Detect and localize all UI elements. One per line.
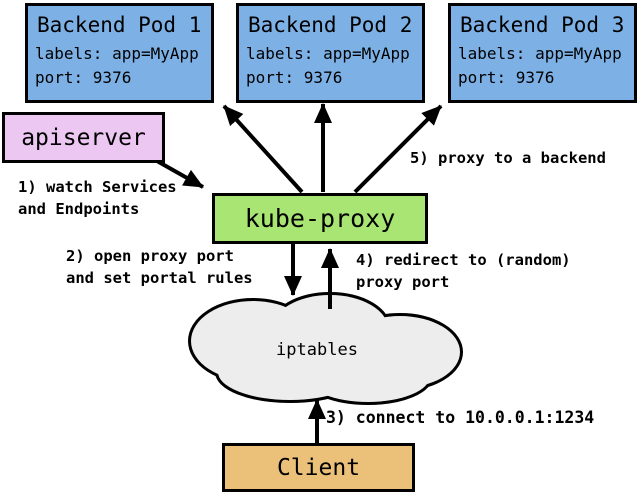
annotation-step5-proxy-backend: 5) proxy to a backend bbox=[410, 149, 606, 167]
annotation-step1-watch-services: 1) watch Services and Endpoints bbox=[18, 178, 177, 218]
arrow-apiserver-to-kubeproxy bbox=[156, 159, 204, 189]
backend-pod-3-labels: labels: app=MyApp bbox=[458, 44, 622, 63]
backend-pod-3-node: Backend Pod 3 labels: app=MyApp port: 93… bbox=[448, 3, 637, 103]
backend-pod-1-labels: labels: app=MyApp bbox=[35, 44, 199, 63]
backend-pod-3-title: Backend Pod 3 bbox=[460, 13, 625, 37]
backend-pod-1-title: Backend Pod 1 bbox=[37, 13, 202, 37]
client-node: Client bbox=[222, 443, 415, 492]
arrow-kubeproxy-to-pod1 bbox=[222, 104, 304, 194]
arrow-kubeproxy-to-pod3 bbox=[353, 104, 443, 194]
annotation-step3-connect: 3) connect to 10.0.0.1:1234 bbox=[326, 408, 595, 427]
annotation-step2-open-proxy-port: 2) open proxy port and set portal rules bbox=[66, 247, 253, 287]
backend-pod-3-port: port: 9376 bbox=[458, 68, 555, 87]
backend-pod-1-node: Backend Pod 1 labels: app=MyApp port: 93… bbox=[25, 3, 214, 103]
backend-pod-2-labels: labels: app=MyApp bbox=[246, 44, 410, 63]
apiserver-node: apiserver bbox=[2, 112, 165, 163]
backend-pod-1-port: port: 9376 bbox=[35, 68, 132, 87]
iptables-label: iptables bbox=[276, 340, 358, 360]
iptables-cloud-fill bbox=[191, 295, 460, 402]
backend-pod-2-node: Backend Pod 2 labels: app=MyApp port: 93… bbox=[236, 3, 425, 103]
backend-pod-2-title: Backend Pod 2 bbox=[248, 13, 413, 37]
annotation-step4-redirect: 4) redirect to (random) proxy port bbox=[356, 251, 571, 291]
kube-proxy-node: kube-proxy bbox=[212, 193, 428, 244]
backend-pod-2-port: port: 9376 bbox=[246, 68, 343, 87]
